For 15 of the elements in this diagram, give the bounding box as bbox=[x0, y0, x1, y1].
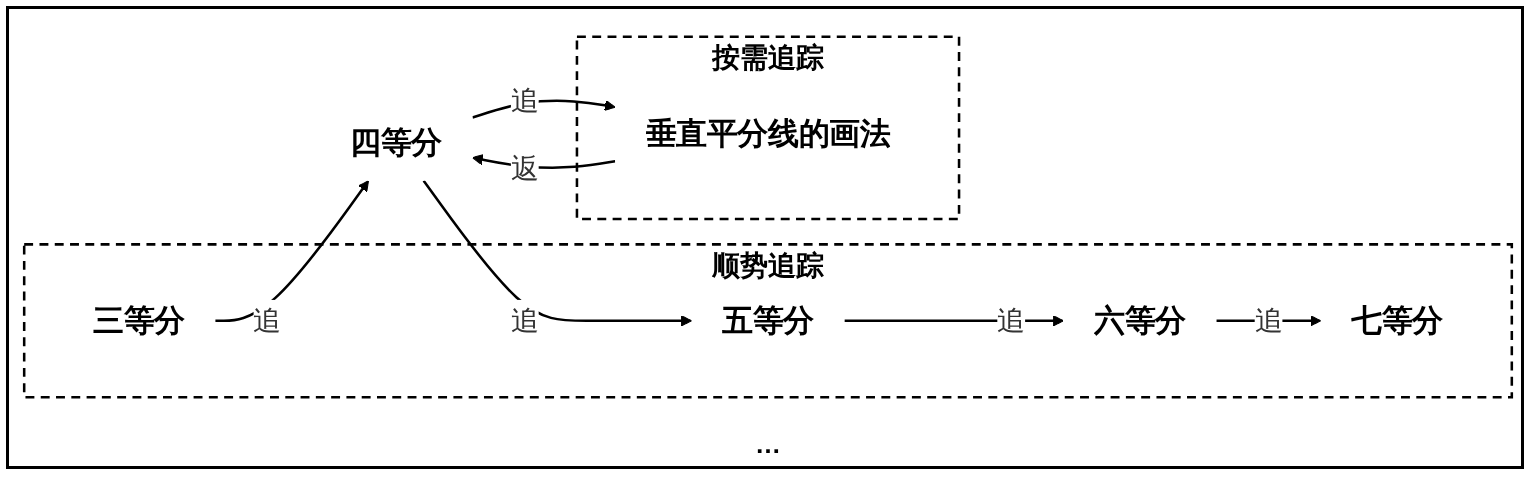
edge-label: 返 bbox=[510, 152, 539, 184]
edge-label: 追 bbox=[1254, 304, 1283, 337]
node-text: 七等分 bbox=[1351, 302, 1444, 338]
edge-label: 追 bbox=[253, 304, 282, 337]
edge-label: 追 bbox=[510, 304, 539, 337]
edge-label: 追 bbox=[997, 304, 1026, 337]
arrow bbox=[422, 179, 693, 327]
continuation-text: … bbox=[755, 428, 781, 460]
node-text: 四等分 bbox=[350, 124, 442, 160]
node-text: 垂直平分线的画法 bbox=[645, 116, 891, 151]
node-text: 五等分 bbox=[722, 302, 814, 338]
edge-label: 追 bbox=[510, 84, 539, 117]
node-text: 六等分 bbox=[1094, 302, 1186, 338]
node-text: 三等分 bbox=[92, 302, 185, 338]
arrow bbox=[215, 180, 370, 323]
